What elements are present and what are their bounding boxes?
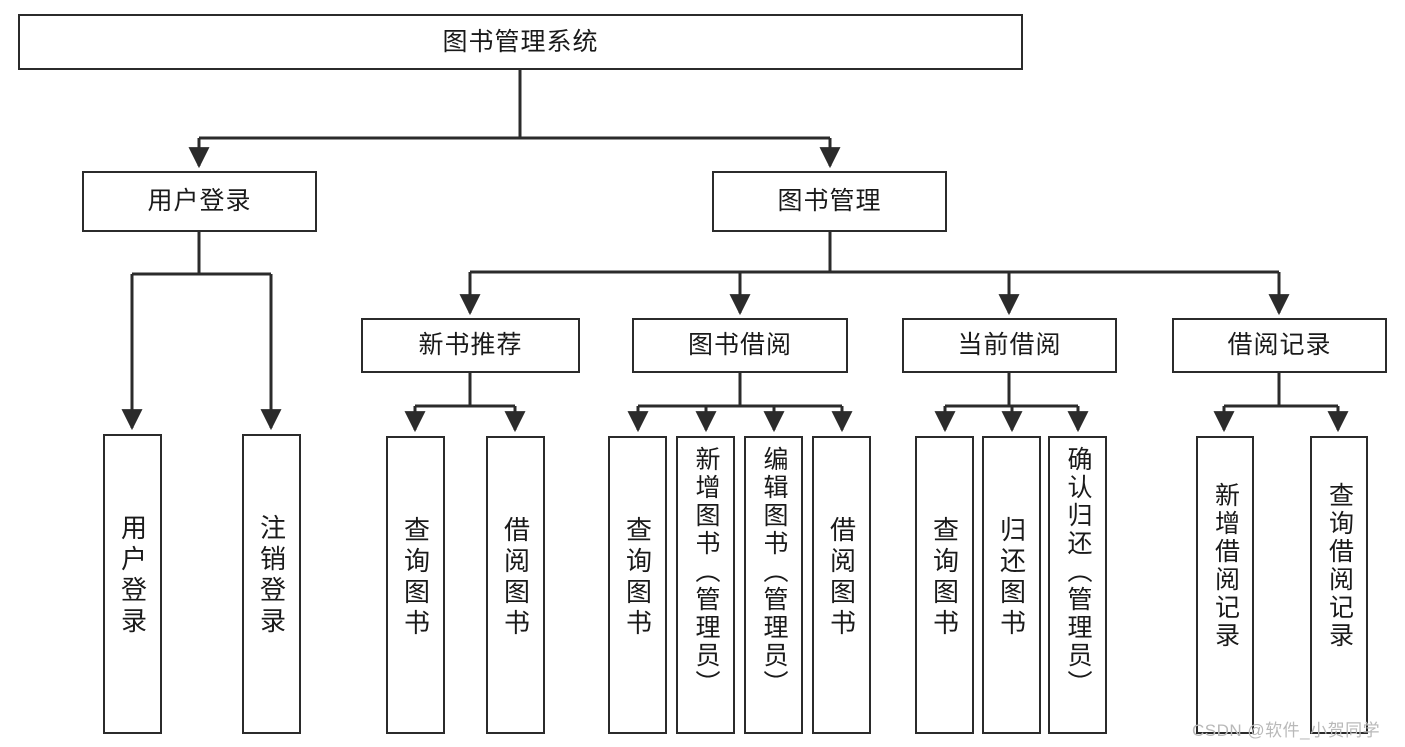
node-leaf-user-login-label: 用户登录 [117,514,148,638]
node-book-management[interactable]: 图书管理 [712,171,947,232]
node-borrow-record-label: 借阅记录 [1227,331,1332,359]
node-user-login-label: 用户登录 [147,187,252,215]
node-leaf-borrow-book-1[interactable]: 借阅图书 [486,436,545,734]
node-leaf-add-borrow-record[interactable]: 新增借阅记录 [1196,436,1254,734]
node-leaf-edit-book-admin-label: 编辑图书（管理员） [760,446,788,698]
node-leaf-logout-login-label: 注销登录 [256,514,287,638]
node-leaf-query-book-1[interactable]: 查询图书 [386,436,445,734]
node-new-book-recommend[interactable]: 新书推荐 [361,318,580,373]
node-leaf-confirm-return-admin-label: 确认归还（管理员） [1064,446,1092,698]
node-root-system[interactable]: 图书管理系统 [18,14,1023,70]
node-current-borrow-label: 当前借阅 [957,331,1062,359]
node-book-borrow[interactable]: 图书借阅 [632,318,848,373]
node-borrow-record[interactable]: 借阅记录 [1172,318,1387,373]
node-current-borrow[interactable]: 当前借阅 [902,318,1117,373]
node-leaf-query-borrow-record-label: 查询借阅记录 [1325,482,1354,650]
node-leaf-return-book[interactable]: 归还图书 [982,436,1041,734]
node-leaf-add-borrow-record-label: 新增借阅记录 [1211,482,1240,650]
node-leaf-borrow-book-2-label: 借阅图书 [826,516,857,640]
node-leaf-return-book-label: 归还图书 [996,516,1027,640]
node-leaf-borrow-book-1-label: 借阅图书 [500,516,531,640]
node-root-system-label: 图书管理系统 [442,27,599,56]
node-book-borrow-label: 图书借阅 [687,331,792,359]
node-leaf-borrow-book-2[interactable]: 借阅图书 [812,436,871,734]
node-new-book-recommend-label: 新书推荐 [418,331,523,359]
csdn-watermark: CSDN @软件_小贺同学 [1192,721,1381,740]
node-leaf-add-book-admin[interactable]: 新增图书（管理员） [676,436,735,734]
node-user-login[interactable]: 用户登录 [82,171,317,232]
node-leaf-query-borrow-record[interactable]: 查询借阅记录 [1310,436,1368,734]
node-leaf-query-book-3[interactable]: 查询图书 [915,436,974,734]
node-leaf-query-book-2-label: 查询图书 [622,516,653,640]
node-leaf-confirm-return-admin[interactable]: 确认归还（管理员） [1048,436,1107,734]
node-leaf-user-login[interactable]: 用户登录 [103,434,162,734]
node-leaf-edit-book-admin[interactable]: 编辑图书（管理员） [744,436,803,734]
node-leaf-add-book-admin-label: 新增图书（管理员） [692,446,720,698]
node-leaf-logout-login[interactable]: 注销登录 [242,434,301,734]
node-leaf-query-book-3-label: 查询图书 [929,516,960,640]
node-leaf-query-book-1-label: 查询图书 [400,516,431,640]
node-leaf-query-book-2[interactable]: 查询图书 [608,436,667,734]
node-book-management-label: 图书管理 [777,187,882,215]
